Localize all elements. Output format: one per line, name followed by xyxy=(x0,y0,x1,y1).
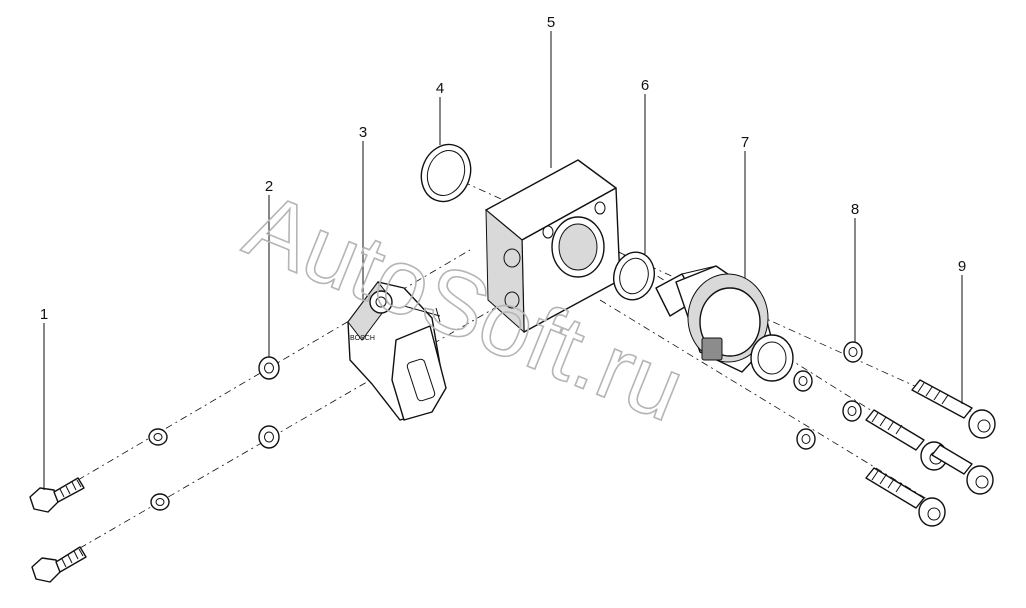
washer-valve-upper xyxy=(793,370,813,392)
seal-ring xyxy=(613,251,655,301)
leader-lines xyxy=(43,31,963,490)
cap-screw-3 xyxy=(931,444,994,495)
part-number-4: 4 xyxy=(436,80,444,97)
lock-washer-left-upper xyxy=(148,428,168,446)
cap-screw-4 xyxy=(865,467,946,527)
part-number-2: 2 xyxy=(265,178,273,195)
part-number-8: 8 xyxy=(851,201,859,218)
pressure-valve xyxy=(655,265,794,382)
svg-text:BOSCH: BOSCH xyxy=(350,335,375,342)
part-number-7: 7 xyxy=(741,134,749,151)
lock-washer-right-lower xyxy=(842,400,862,422)
cap-screw-2 xyxy=(865,409,948,471)
cap-screw-1 xyxy=(911,379,996,439)
part-number-1: 1 xyxy=(40,306,48,323)
lock-washer-right-upper xyxy=(843,341,863,363)
washer-valve-lower xyxy=(796,428,816,450)
hex-bolt-lower xyxy=(31,546,87,583)
pressure-sensor: BOSCH xyxy=(347,281,447,421)
watermark: AutoSoft.ru xyxy=(233,174,698,441)
hex-bolt-upper xyxy=(29,477,85,513)
adapter-block xyxy=(485,159,621,334)
flat-washer-lower xyxy=(258,425,280,449)
part-number-5: 5 xyxy=(547,14,555,31)
part-number-3: 3 xyxy=(359,124,367,141)
o-ring xyxy=(420,143,472,203)
part-number-9: 9 xyxy=(958,258,966,275)
part-numbers: 1 2 3 4 5 6 7 8 9 xyxy=(40,14,966,323)
lock-washer-left-lower xyxy=(150,493,170,511)
part-number-6: 6 xyxy=(641,77,649,94)
flat-washer-upper xyxy=(258,356,280,380)
